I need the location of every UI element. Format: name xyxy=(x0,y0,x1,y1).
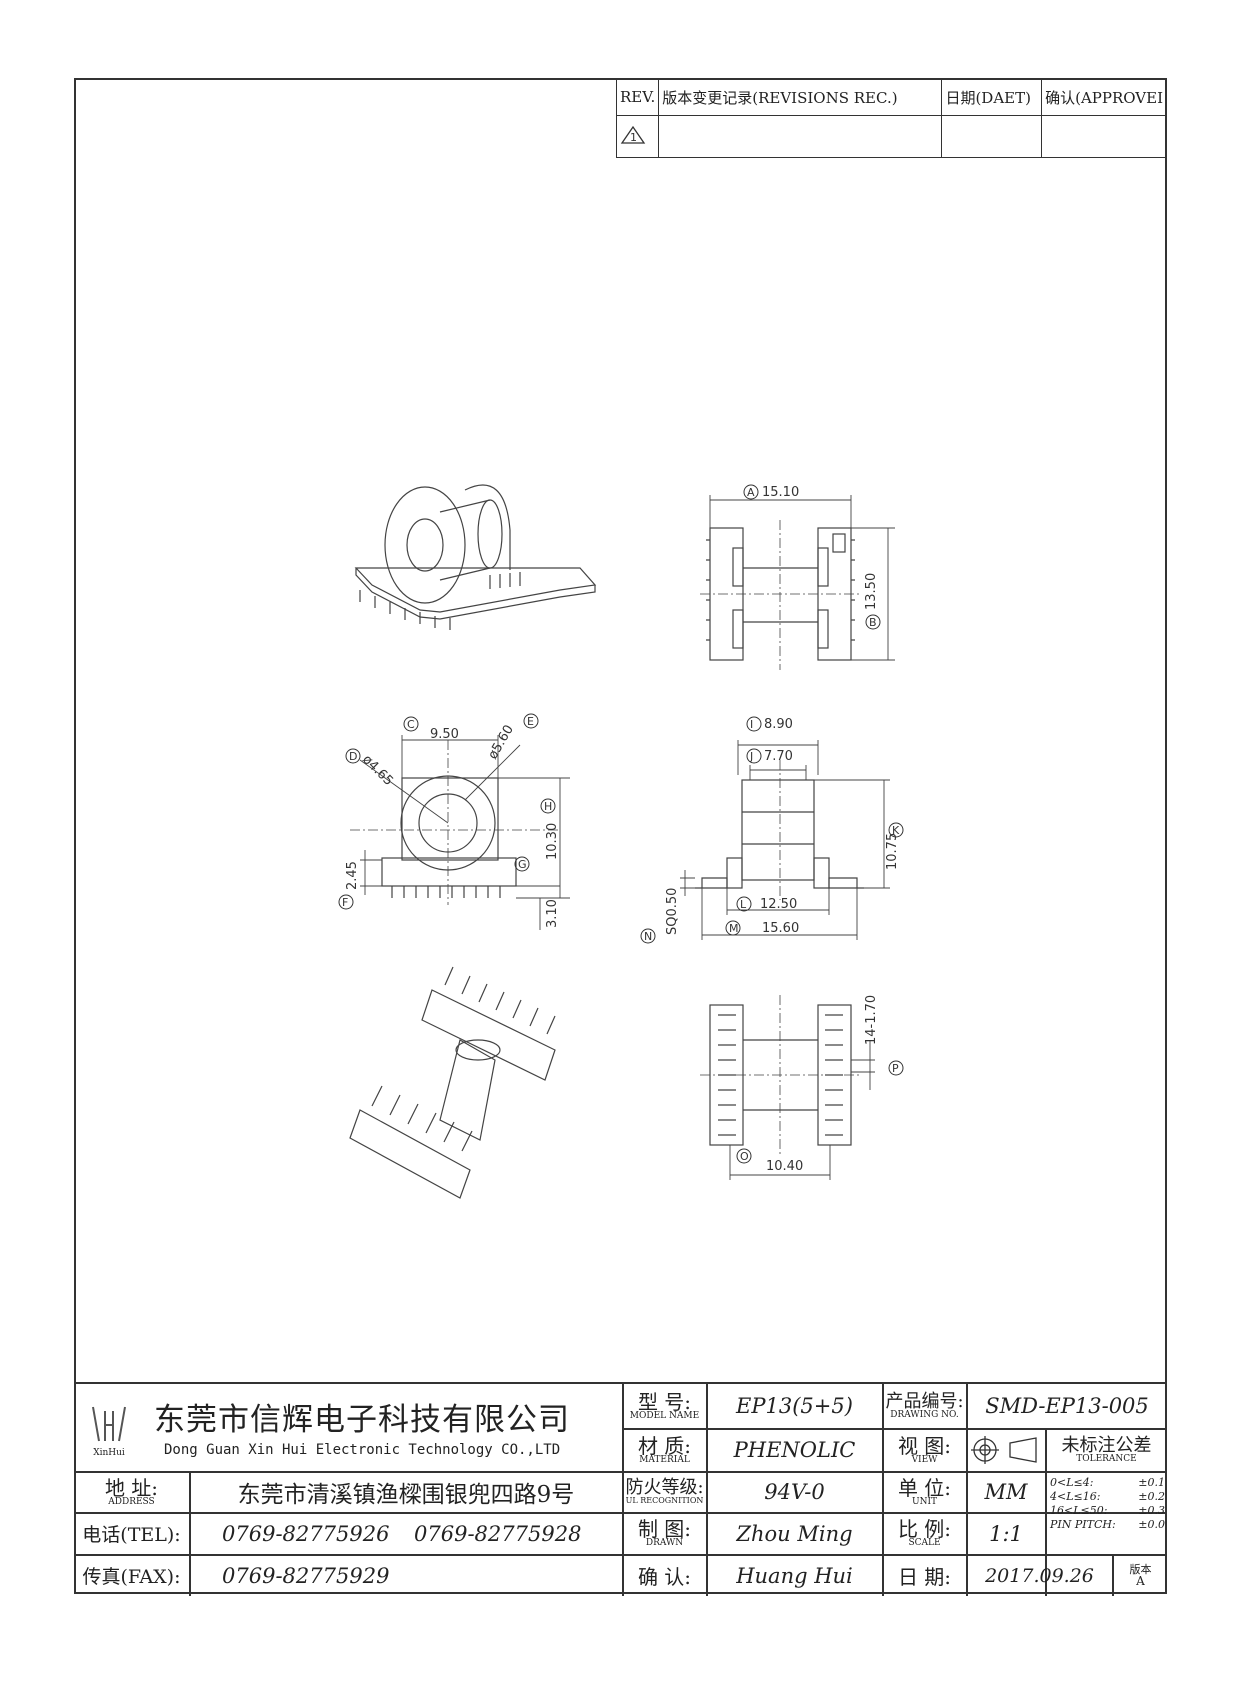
unit-label: 单 位: UNIT xyxy=(897,1475,952,1507)
dim-letter-c: C xyxy=(407,718,415,731)
tolerance-table: 0<L≤4:±0.1 4<L≤16:±0.2 16<L≤50:±0.3 PIN … xyxy=(1050,1476,1165,1531)
revision-table: REV. 版本变更记录(REVISIONS REC.) 日期(DAET) 确认(… xyxy=(615,77,1167,158)
fax-value: 0769-82775929 xyxy=(222,1564,390,1588)
company-name-en: Dong Guan Xin Hui Electronic Technology … xyxy=(164,1442,561,1458)
dim-letter-m: M xyxy=(729,922,739,935)
tolerance-label: 未标注公差 TOLERANCE xyxy=(1061,1434,1152,1464)
company-name-cn: 东莞市信辉电子科技有限公司 xyxy=(154,1402,570,1438)
drawn-label: 制 图: DRAWN xyxy=(637,1517,692,1548)
dim-letter-a: A xyxy=(747,486,755,499)
material-value: PHENOLIC xyxy=(733,1438,856,1462)
revision-date-cell xyxy=(941,115,1043,158)
drawing-no-value: SMD-EP13-005 xyxy=(985,1394,1149,1418)
dim-letter-p: P xyxy=(892,1062,899,1075)
dim-o: 10.40 xyxy=(766,1159,803,1174)
iso-view-pins-front xyxy=(359,590,451,630)
address-label: 地 址: ADDRESS xyxy=(104,1475,159,1507)
dim-b: 13.50 xyxy=(864,573,879,610)
drawn-value: Zhou Ming xyxy=(736,1521,853,1546)
dim-k: 10.75 xyxy=(885,833,900,870)
scale-value: 1:1 xyxy=(989,1521,1023,1546)
front-view xyxy=(680,740,890,940)
revision-triangle-icon: 1 xyxy=(620,125,646,144)
revision-approve-cell xyxy=(1041,115,1167,158)
bottom-view xyxy=(700,995,875,1180)
tel-2: 0769-82775928 xyxy=(414,1522,582,1546)
date-value: 2017.09.26 xyxy=(985,1564,1094,1587)
revision-symbol-cell: 1 xyxy=(615,115,660,158)
dim-letter-n: N xyxy=(644,930,652,943)
dim-letter-f: F xyxy=(342,896,348,909)
dim-e: ø5.60 xyxy=(485,723,516,762)
iso-view-bottom xyxy=(349,966,556,1199)
title-block: XinHui 东莞市信辉电子科技有限公司 Dong Guan Xin Hui E… xyxy=(74,1382,1167,1596)
material-label: 材 质: MATERIAL xyxy=(637,1433,692,1465)
drawing-no-label: 产品编号: DRAWING NO. xyxy=(885,1390,964,1420)
ul-value: 94V-0 xyxy=(764,1480,825,1504)
dim-letter-i: I xyxy=(750,718,753,731)
dim-letter-e: E xyxy=(527,715,534,728)
scale-label: 比 例: SCALE xyxy=(897,1517,952,1548)
dim-i: 8.90 xyxy=(764,717,793,732)
dim-p: 14-1.70 xyxy=(864,995,879,1045)
address-value: 东莞市清溪镇渔樑围银兜四路9号 xyxy=(237,1482,575,1508)
dim-letter-o: O xyxy=(740,1150,749,1163)
fax-label: 传真(FAX): xyxy=(82,1566,181,1588)
top-view xyxy=(700,495,895,670)
dim-letter-b: B xyxy=(869,616,877,629)
tel-1: 0769-82775926 xyxy=(222,1522,390,1546)
dim-letter-j: J xyxy=(749,750,753,763)
dim-j: 7.70 xyxy=(764,749,793,764)
company-logo: XinHui xyxy=(78,1390,140,1468)
dim-letter-h: H xyxy=(544,800,552,813)
dim-letter-k: K xyxy=(892,824,900,837)
dim-c: 9.50 xyxy=(430,727,459,742)
dim-letter-d: D xyxy=(349,750,357,763)
iso-view-bobbin xyxy=(354,484,597,630)
dim-n: SQ0.50 xyxy=(665,888,680,935)
rev-header: REV. xyxy=(615,77,660,117)
first-angle-projection-icon xyxy=(971,1436,1037,1464)
model-value: EP13(5+5) xyxy=(736,1394,853,1418)
dim-d: ø4.65 xyxy=(359,752,396,789)
dim-l: 12.50 xyxy=(760,897,797,912)
technical-drawing: A 15.10 B 13.50 C 9.50 D ø4.65 E ø5.60 F… xyxy=(338,484,904,1199)
dim-g: 3.10 xyxy=(545,899,560,928)
projection-symbol xyxy=(967,1429,1045,1471)
tel-label: 电话(TEL): xyxy=(82,1524,181,1546)
dim-f: 2.45 xyxy=(345,861,360,890)
iso-view-pins-back xyxy=(489,572,521,589)
ul-label: 防火等级: UL RECOGNITION xyxy=(625,1477,704,1505)
dim-letter-g: G xyxy=(518,858,527,871)
dim-a: 15.10 xyxy=(762,485,799,500)
revision-record-header: 版本变更记录(REVISIONS REC.) xyxy=(658,77,943,117)
side-view xyxy=(350,735,570,930)
view-label: 视 图: VIEW xyxy=(897,1433,952,1465)
logo-text: XinHui xyxy=(93,1447,125,1458)
model-label: 型 号: MODEL NAME xyxy=(629,1389,700,1421)
xinhui-logo-icon xyxy=(92,1406,126,1441)
revision-record-cell xyxy=(658,115,943,158)
dim-m: 15.60 xyxy=(762,921,799,936)
dim-h: 10.30 xyxy=(545,823,560,860)
approve-header: 确认(APPROVEI xyxy=(1041,77,1167,117)
version-cell: 版本 A xyxy=(1129,1562,1152,1588)
unit-value: MM xyxy=(984,1480,1028,1504)
confirm-value: Huang Hui xyxy=(736,1563,853,1588)
confirm-label: 确 认: xyxy=(637,1565,692,1589)
date-label: 日 期: xyxy=(897,1565,952,1589)
svg-text:1: 1 xyxy=(630,131,637,144)
dim-letter-l: L xyxy=(740,898,747,911)
